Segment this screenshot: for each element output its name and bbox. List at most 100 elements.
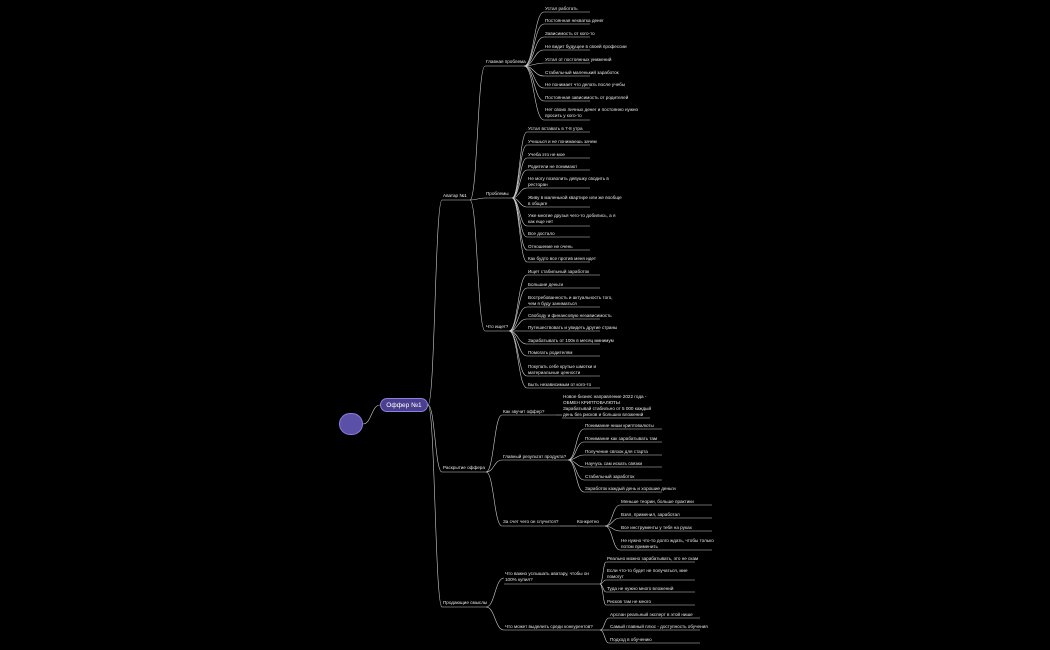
connector-line [523, 49, 545, 67]
connector-line [469, 199, 486, 332]
branch-avatar[interactable]: Аватар №1 [443, 193, 467, 198]
leaf[interactable]: Нет своих личных денег и постоянно нужно… [545, 107, 639, 118]
leaf[interactable]: Устал вставать в 7-8 утра [528, 126, 583, 131]
connector-line [511, 157, 528, 199]
connector-line [523, 23, 545, 67]
connector-line [427, 404, 443, 608]
connector-line [599, 583, 607, 606]
leaf[interactable]: Постоянная нехватка денег [545, 18, 604, 23]
connector-line [523, 11, 545, 67]
connector-line [469, 65, 486, 201]
leaf[interactable]: Новое бизнес направление 2022 года - ОБМ… [563, 394, 652, 417]
connector-line [523, 36, 545, 67]
connector-line [523, 62, 545, 67]
connector-line [567, 459, 585, 493]
leaf[interactable]: Зависимость от кого-то [545, 31, 595, 36]
leaf[interactable]: Не могу позволить девушку сводить в рест… [528, 176, 609, 187]
leaf[interactable]: Получение связок для старта [585, 449, 648, 454]
connector-line [485, 606, 505, 631]
leaf[interactable]: Научусь сам искать связки [585, 461, 643, 466]
connector-line [523, 65, 545, 121]
connector-line [485, 414, 503, 473]
leaf[interactable]: Взял, применил, заработал [621, 512, 680, 517]
left-blank-node[interactable] [339, 413, 363, 435]
node-differentiate[interactable]: Что может выделить среди конкурентов? [505, 624, 593, 629]
connector-line [508, 330, 528, 389]
leaf[interactable]: Помогать родителям [528, 350, 573, 355]
connector-line [567, 441, 585, 461]
connector-line [567, 428, 585, 461]
node-main-problem[interactable]: Главная проблема [486, 59, 526, 64]
leaf[interactable]: Свободу и финансовую независимость [528, 313, 612, 318]
node-what-to-hear[interactable]: Что важно услышать аватару, чтобы он 100… [505, 571, 589, 582]
leaf[interactable]: Стабильный заработок [585, 474, 635, 479]
branch-offer-reveal[interactable]: Раскрытие оффера [443, 465, 485, 470]
leaf[interactable]: Не видит будущее в своей профессии [545, 44, 627, 49]
leaf[interactable]: Большие деньги [528, 282, 564, 287]
connector-line [508, 318, 528, 332]
root-node[interactable]: Оффер №1 [380, 398, 428, 412]
node-how-it-happens[interactable]: За счет чего он случится? [503, 519, 559, 524]
connector-line [508, 274, 528, 332]
leaf[interactable]: Учеба это не мое [528, 152, 565, 157]
leaf[interactable]: Отношение не очень [528, 244, 573, 249]
leaf[interactable]: Зарабатывать от 100к в месяц минимум [528, 338, 614, 343]
leaf[interactable]: Устал от постоянных унижений [545, 57, 612, 62]
connector-line [523, 65, 545, 89]
connector-line [604, 517, 621, 527]
connector-line [427, 199, 443, 406]
leaf[interactable]: Устал работать [545, 6, 578, 11]
node-how-offer-sounds[interactable]: Как звучит оффер? [503, 409, 545, 414]
leaf[interactable]: Учишься и не понимаешь зачем [528, 139, 597, 144]
node-concretely[interactable]: Конкретно [577, 519, 599, 524]
leaf[interactable]: Если что-то будет не получаться, мне пом… [607, 568, 688, 579]
leaf[interactable]: Меньше теории, больше практики [621, 499, 694, 504]
leaf[interactable]: Быть независимым от кого-то [528, 382, 592, 387]
leaf[interactable]: Путешествовать и увидеть другие страны [528, 325, 618, 330]
connector-line [599, 617, 610, 631]
connector-line [604, 504, 621, 527]
connector-line [469, 197, 486, 201]
leaf[interactable]: Уже многие друзья чего-то добились, а я … [528, 213, 616, 224]
connector-line [567, 454, 585, 461]
leaf[interactable]: Все инструменты у тебя на руках [621, 525, 692, 530]
connector-line [485, 577, 505, 608]
leaf[interactable]: Реально можно зарабатывать, это не скам [607, 556, 699, 561]
connector-line [362, 404, 381, 425]
leaf[interactable]: Понимание ниши криптовалюты [585, 423, 654, 428]
branch-selling-points[interactable]: Продающие смыслы [443, 600, 488, 605]
leaf[interactable]: Постоянная зависимость от родителей [545, 95, 629, 100]
connector-line [508, 306, 528, 332]
connector-line [599, 561, 607, 585]
connector-line [604, 525, 621, 551]
connector-line [511, 187, 528, 199]
leaf[interactable]: Покупать себе крутые шмотки и материальн… [528, 364, 597, 375]
connector-line [485, 471, 503, 527]
connector-line [485, 459, 503, 473]
connector-line [511, 197, 528, 251]
connector-line [599, 629, 610, 644]
node-what-seeks[interactable]: Что ищет? [486, 324, 509, 329]
leaf[interactable]: Рисков там не много [607, 599, 652, 604]
leaf[interactable]: Понимание как зарабатывать там [585, 436, 658, 441]
leaf[interactable]: Арслан реальный эксперт в этой нише [610, 612, 693, 617]
leaf[interactable]: Не понимает что делать после учебы [545, 82, 626, 87]
leaf[interactable]: Заработок каждый день и хорошие деньги [585, 486, 676, 491]
leaf[interactable]: Живу в маленькой квартире или же вообще … [528, 195, 622, 206]
leaf[interactable]: Туда не нужно много вложений [607, 586, 674, 591]
leaf[interactable]: Все достало [528, 231, 555, 236]
leaf[interactable]: Востребованность и актуальность того, че… [528, 295, 613, 306]
leaf[interactable]: Самый главный плюс - доступность обучени… [610, 624, 708, 629]
connector-line [511, 169, 528, 199]
connector-line [511, 197, 528, 263]
node-main-result[interactable]: Главный результат продукта? [503, 454, 567, 459]
node-problems[interactable]: Проблемы [486, 191, 509, 196]
leaf[interactable]: Ищет стабильный заработок [528, 269, 590, 274]
leaf[interactable]: Как будто все против меня идет [528, 256, 596, 261]
leaf[interactable]: Не нужно что-то долго ждать, чтобы тольк… [621, 538, 714, 549]
leaf[interactable]: Стабильный маленький заработок [545, 70, 619, 75]
connector-line [427, 404, 443, 473]
leaf[interactable]: Родители не понимают [528, 164, 578, 169]
leaf[interactable]: Подход в обучению [610, 637, 652, 642]
